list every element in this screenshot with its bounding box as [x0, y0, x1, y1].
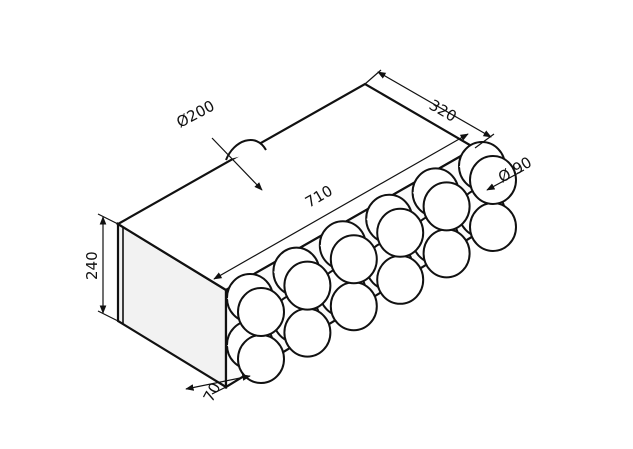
outlet-opening — [329, 281, 378, 332]
dimension-lines — [97, 69, 525, 395]
outlet-opening — [376, 207, 425, 258]
outlet-spigot — [226, 273, 285, 337]
outlet-opening — [469, 155, 517, 205]
top-connector-diameter-label: Ø200 — [173, 97, 217, 132]
depth-dimension-line — [377, 71, 492, 138]
outlet-opening — [237, 287, 285, 337]
outlet-opening — [283, 260, 332, 311]
outlet-opening — [329, 234, 378, 285]
outlet-diameter-leader — [486, 169, 525, 191]
outlet-opening — [237, 334, 285, 384]
top-connector-leader — [211, 137, 263, 191]
outlet-opening — [283, 307, 332, 358]
offset-dimension-line — [185, 374, 251, 391]
outlet-opening — [422, 181, 471, 232]
outlet-spigot — [458, 141, 517, 205]
height-extension-bottom — [97, 310, 119, 322]
height-label: 240 — [83, 251, 101, 280]
outlet-opening — [376, 254, 425, 305]
length-dimension-line — [213, 133, 469, 280]
height-extension-top — [97, 213, 119, 225]
outlet-opening — [422, 228, 471, 279]
outlet-opening — [469, 202, 517, 252]
